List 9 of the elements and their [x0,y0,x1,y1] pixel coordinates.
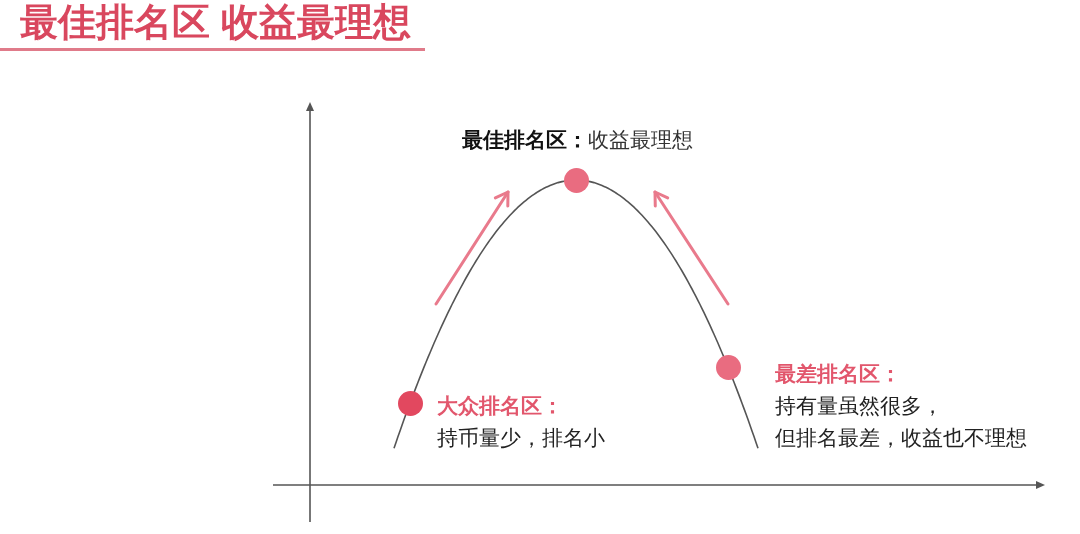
zone-heading: 大众排名区： [437,393,563,419]
zone-label: 最佳排名区：收益最理想 [462,127,693,153]
point-marker [715,354,741,380]
point-marker [563,167,589,193]
zone-heading: 最差排名区： [775,361,901,387]
zone-description: 持有量虽然很多，但排名最差，收益也不理想 [775,393,1028,451]
zone-description: 持币量少，排名小 [437,425,605,451]
page-title: 最佳排名区 收益最理想 [20,0,411,44]
point-marker [397,390,423,416]
